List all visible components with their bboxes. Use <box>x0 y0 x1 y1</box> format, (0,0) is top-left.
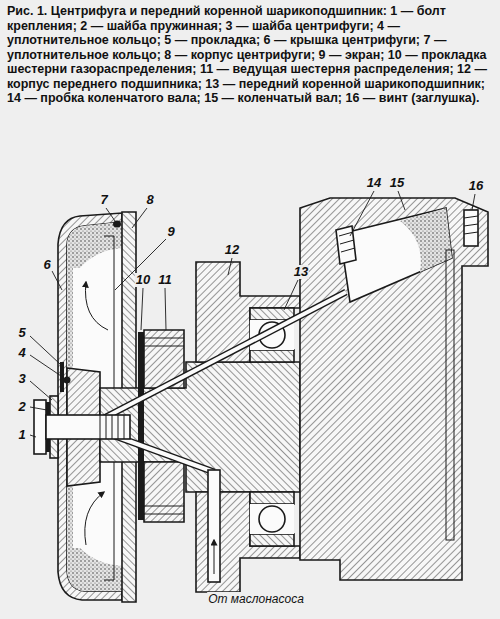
sediment <box>400 208 452 272</box>
gear-teeth <box>144 338 184 514</box>
leader-line <box>398 191 405 210</box>
seal-ring <box>113 221 121 228</box>
bearing-outer-race <box>250 308 294 320</box>
leader-line <box>132 208 147 228</box>
callout-number: 15 <box>389 176 405 190</box>
leader-line <box>106 208 115 221</box>
leader-line <box>30 355 64 378</box>
leader-line <box>141 288 143 330</box>
callout-number: 7 <box>99 193 108 207</box>
seal-ring <box>64 377 71 384</box>
callout-number: 2 <box>17 400 26 414</box>
screw-thread <box>464 216 478 234</box>
timing-gear <box>144 462 184 522</box>
leader-line <box>30 407 47 410</box>
bearing-ball <box>259 506 285 532</box>
callout-number: 12 <box>224 243 240 257</box>
leader-lines <box>30 191 475 437</box>
callout-number: 11 <box>157 273 173 287</box>
oil-passage <box>104 292 346 418</box>
callout-number: 14 <box>366 176 382 190</box>
callout-number: 9 <box>166 225 175 239</box>
bearing-gap <box>250 504 294 534</box>
leader-line <box>284 280 298 310</box>
sludge-trap <box>340 208 452 302</box>
gear-gasket <box>138 332 144 520</box>
leader-line <box>30 336 60 364</box>
figure-caption: Рис. 1. Центрифуга и передний коренной ш… <box>7 4 493 106</box>
oil-supply-tube <box>208 470 220 582</box>
oil-passage <box>104 292 346 418</box>
flow-arrow <box>85 282 108 330</box>
oil-channel <box>446 250 454 540</box>
callout-number: 3 <box>17 372 26 386</box>
leader-line <box>30 381 52 400</box>
plug-thread <box>339 232 355 252</box>
bearing-inner-race <box>250 492 294 504</box>
bolt-thread <box>100 415 124 439</box>
callout-number: 10 <box>135 273 151 287</box>
bolt-shank <box>46 415 130 439</box>
bearing-housing <box>196 262 300 362</box>
leader-line <box>228 258 232 275</box>
flow-arrow <box>214 540 215 574</box>
callout-number: 1 <box>17 428 26 442</box>
callout-number: 6 <box>42 258 51 272</box>
callout-number: 4 <box>17 346 26 360</box>
leader-line <box>30 435 36 437</box>
callout-number: 16 <box>468 179 484 193</box>
bearing-outer-race <box>250 534 294 546</box>
crankshaft <box>300 198 488 580</box>
callout-number: 13 <box>293 265 309 279</box>
callout-number: 5 <box>17 326 26 340</box>
crankshaft-plug <box>336 226 356 264</box>
leader-line <box>52 271 62 290</box>
flow-arrow <box>85 492 104 545</box>
leader-line <box>165 288 166 330</box>
bearing-inner-race <box>250 350 294 362</box>
plug-screw <box>464 210 478 246</box>
leader-line <box>350 191 374 236</box>
flow-note: От маслонасоса <box>207 592 305 606</box>
callout-number: 8 <box>145 193 154 207</box>
leader-line <box>472 194 475 210</box>
